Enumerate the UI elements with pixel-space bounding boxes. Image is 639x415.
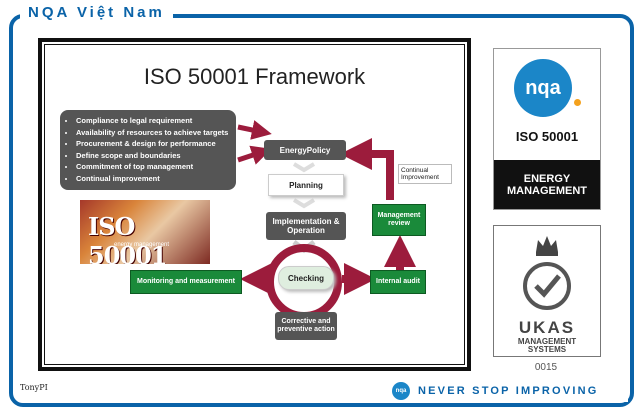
author-label: TonyPI	[20, 383, 48, 392]
slide-title: ISO 50001 Framework	[143, 64, 366, 89]
monitoring-box: Monitoring and measurement	[130, 270, 242, 294]
continual-improvement-label: Continual Improvement	[398, 164, 452, 185]
nqa-scope-line2: MANAGEMENT	[506, 184, 588, 197]
arrow-requirements-bottom	[237, 145, 272, 165]
ukas-line1: MANAGEMENT	[517, 337, 577, 346]
nqa-scope: ENERGY MANAGEMENT	[494, 160, 600, 209]
footer-slogan: NEVER STOP IMPROVING	[418, 385, 599, 397]
ukas-accreditation-badge: UKAS MANAGEMENT SYSTEMS	[493, 225, 601, 357]
checking-box: Checking	[278, 266, 334, 290]
requirements-box: Compliance to legal requirement Availabi…	[60, 110, 236, 190]
internal-audit-box: Internal audit	[370, 270, 426, 294]
chevron-down-icon	[292, 162, 316, 173]
arrow-continual-improvement	[340, 138, 394, 200]
planning-box: Planning	[268, 174, 344, 196]
requirement-item: Commitment of top management	[76, 162, 236, 171]
requirement-item: Compliance to legal requirement	[76, 116, 236, 125]
nqa-scope-line1: ENERGY	[523, 172, 571, 185]
arrow-requirements-top	[237, 120, 272, 140]
image-title: ISO 50001	[88, 212, 168, 264]
ukas-number: 0015	[534, 362, 558, 373]
requirement-item: Define scope and boundaries	[76, 151, 236, 160]
nqa-logo-dot	[574, 99, 581, 106]
requirement-item: Availability of resources to achieve tar…	[76, 128, 236, 137]
chevron-down-icon	[292, 198, 316, 209]
ukas-line2: SYSTEMS	[527, 345, 567, 354]
implementation-box: Implementation & Operation	[266, 212, 346, 240]
requirement-item: Continual improvement	[76, 174, 236, 183]
nqa-standard: ISO 50001	[515, 129, 579, 144]
framework-slide: ISO 50001 Framework Compliance to legal …	[38, 38, 471, 371]
iso-50001-image: ISO 50001 energy management	[80, 200, 210, 264]
image-subtitle: energy management	[114, 242, 170, 248]
energy-policy-box: EnergyPolicy	[264, 140, 346, 160]
brand-title: NQA Việt Nam	[20, 4, 173, 21]
requirements-list: Compliance to legal requirement Availabi…	[60, 116, 236, 183]
requirement-item: Procurement & design for performance	[76, 139, 236, 148]
page-frame	[9, 14, 634, 407]
corrective-action-box: Corrective and preventive action	[275, 312, 337, 340]
management-review-box: Management review	[372, 204, 426, 236]
ukas-crown-check-icon	[523, 236, 571, 310]
footer-banner: nqa NEVER STOP IMPROVING	[388, 380, 628, 402]
footer-nqa-logo: nqa	[392, 382, 410, 400]
nqa-certification-badge: nqa ISO 50001 ENERGY MANAGEMENT	[493, 48, 601, 210]
nqa-logo: nqa	[514, 59, 572, 117]
ukas-name: UKAS	[518, 318, 576, 337]
